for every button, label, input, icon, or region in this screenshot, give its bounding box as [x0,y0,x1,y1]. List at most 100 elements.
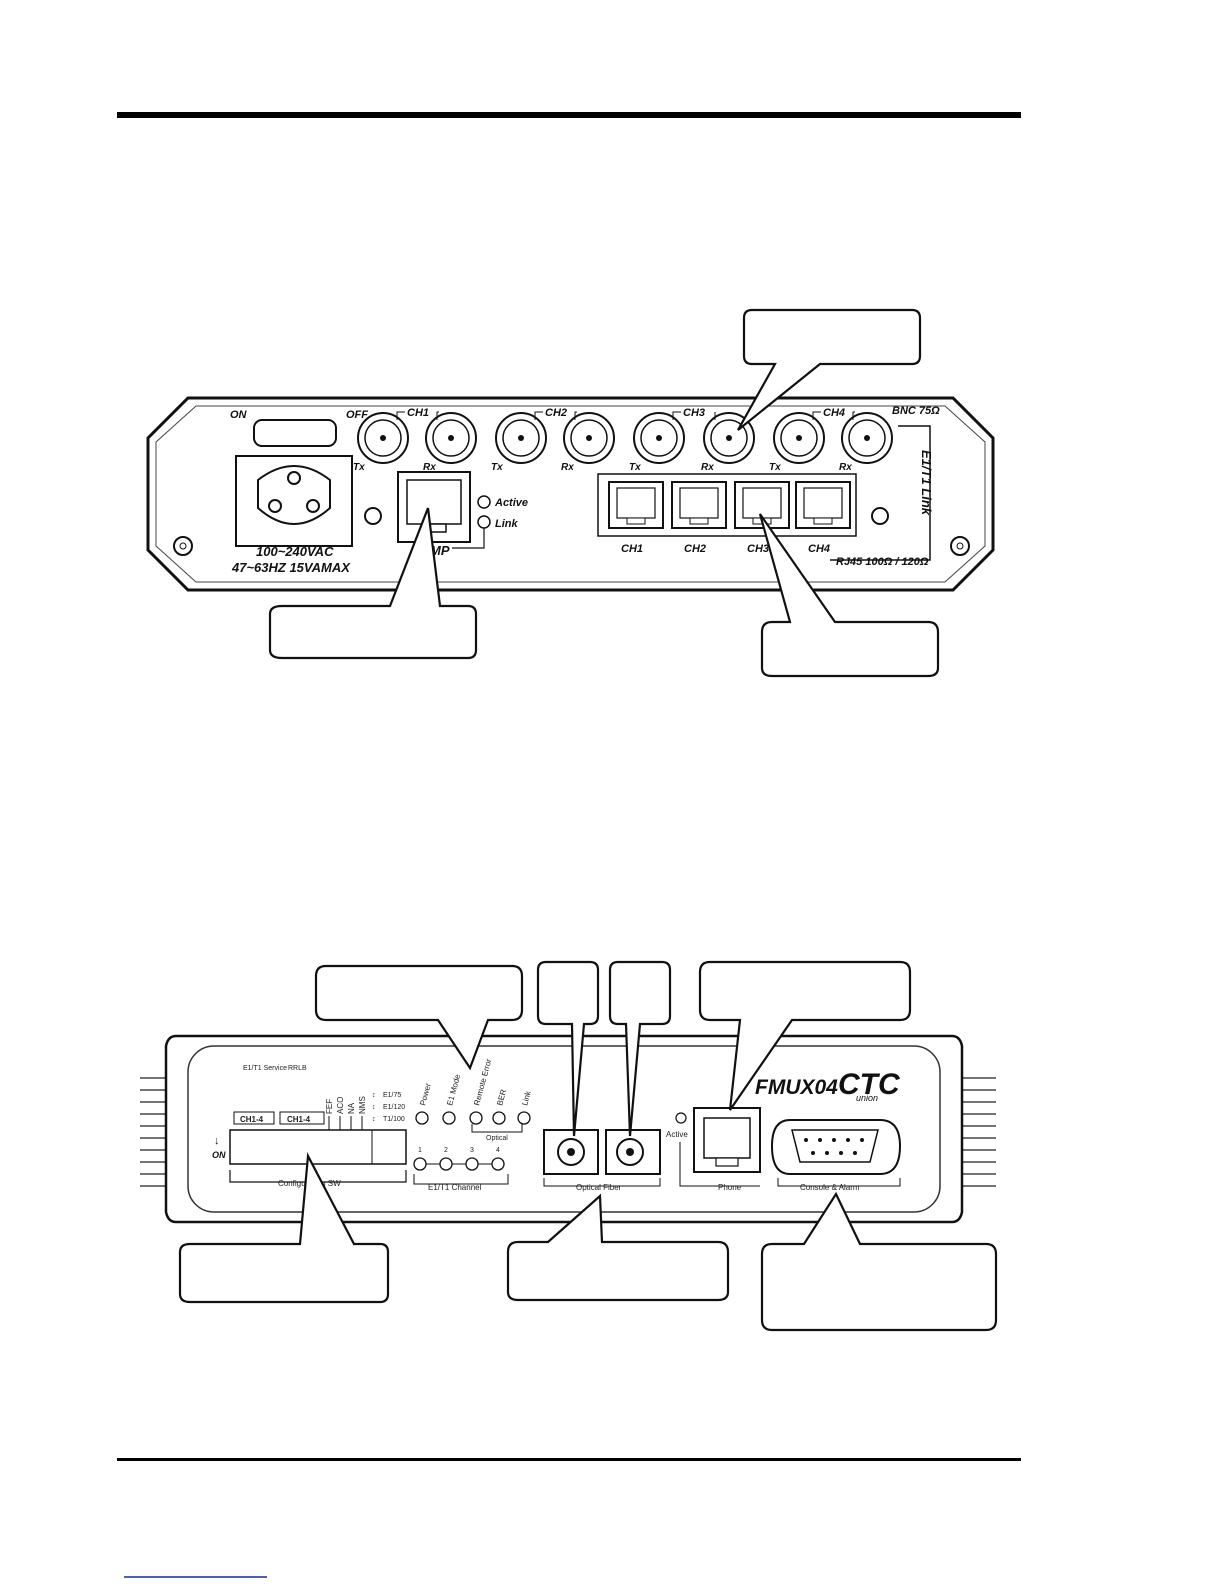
sw-group2-label: RRLB [288,1065,307,1072]
status-led-label: Link [520,1089,533,1106]
phone-port[interactable] [693,1107,761,1173]
bnc-channel-label: CH1 [407,407,429,419]
sw-group2-ch: CH1-4 [287,1115,311,1124]
mode-arrow-icon: ↕ [372,1116,376,1123]
console-port[interactable] [770,1119,902,1175]
single-switch-label: NMS [358,1096,367,1114]
top-rule [117,112,1021,118]
screw-icon [173,536,193,556]
bnc-tx-connector[interactable] [495,412,547,464]
snmp-port[interactable] [397,471,471,543]
callout-bnc [737,308,922,431]
tx-label: Tx [491,462,503,473]
mode-label: T1/100 [383,1116,405,1123]
power-rating-line2: 47~63HZ 15VAMAX [231,560,351,575]
mode-label: E1/75 [383,1092,401,1099]
snmp-link-led [477,515,491,529]
optical-led-group-label: Optical [486,1135,508,1142]
sw-group1-label: E1/T1 Service [243,1065,287,1072]
callout-snmp [268,507,478,660]
rj45-channel-label: CH1 [621,543,643,555]
rx-label: Rx [423,462,436,473]
power-rating-line1: 100~240VAC [256,544,334,559]
front-callouts [178,960,998,1332]
channel-number: 4 [496,1147,500,1154]
channel-led [491,1157,505,1171]
callout-rj45 [758,513,940,678]
sw-group1-ch: CH1-4 [240,1115,264,1124]
channel-led-label: E1/T1 Channel [428,1183,482,1192]
snmp-active-led [477,495,491,509]
dip-switch-block[interactable] [229,1129,407,1165]
e1t1-link-label: E1/T1 Link [919,450,934,516]
phone-label: Phone [718,1183,742,1192]
channel-number: 1 [418,1147,422,1154]
status-led [442,1111,456,1125]
bnc-rx-connector[interactable] [563,412,615,464]
power-off-label: OFF [346,409,368,421]
active-led [675,1112,687,1124]
bottom-rule [117,1458,1021,1461]
bnc-channel-label: CH2 [545,407,567,419]
single-switch-label: NA [347,1102,356,1114]
channel-number: 2 [444,1147,448,1154]
optical-fiber-ports[interactable] [543,1129,661,1175]
callout-fiber-rx [608,960,672,1137]
mode-label: E1/120 [383,1104,405,1111]
channel-led [413,1157,427,1171]
callout-config-sw [178,1152,390,1304]
active-label: Active [666,1130,688,1139]
model-name: FMUX04 [755,1076,838,1099]
rj45-port[interactable] [795,481,851,529]
console-label: Console & Alarm [800,1183,860,1192]
bnc-tx-connector[interactable] [773,412,825,464]
bnc-channel-label: CH4 [823,407,845,419]
ac-inlet [235,455,353,547]
tx-label: Tx [769,462,781,473]
callout-leds [314,964,524,1071]
brand-logo: CTC [838,1068,901,1101]
status-led [492,1111,506,1125]
power-switch[interactable] [253,419,337,447]
rj45-spec: RJ45 100Ω / 120Ω [836,556,929,568]
status-led [517,1111,531,1125]
callout-optical-fiber [506,1193,730,1302]
power-on-label: ON [230,409,248,421]
single-switch-label: FEF [325,1099,334,1114]
rx-label: Rx [839,462,852,473]
bnc-spec: BNC 75Ω [892,405,940,417]
status-led-label: BER [495,1088,508,1106]
status-led [469,1111,483,1125]
arrow-down-icon: ↓ [214,1135,220,1147]
bnc-tx-connector[interactable] [357,412,409,464]
bnc-tx-connector[interactable] [633,412,685,464]
callout-fiber-tx [536,960,600,1137]
mode-arrow-icon: ↕ [372,1104,376,1111]
page-link-underline[interactable] [124,1576,267,1578]
rj45-port[interactable] [671,481,727,529]
rj45-channel-label: CH3 [747,543,769,555]
status-led [415,1111,429,1125]
rear-callouts [268,308,940,678]
bnc-rx-connector[interactable] [425,412,477,464]
mode-labels: E1/75↕E1/120↕T1/100↕ [372,1092,405,1123]
screw-icon [871,507,889,525]
bnc-rx-connector[interactable] [841,412,893,464]
snmp-link-label: Link [495,518,518,530]
screw-icon [950,536,970,556]
rj45-port[interactable] [608,481,664,529]
callout-console [760,1191,998,1332]
single-switch-label: ACO [336,1097,345,1114]
channel-led [465,1157,479,1171]
rx-label: Rx [701,462,714,473]
optical-fiber-label: Optical Fiber [576,1183,622,1192]
tx-label: Tx [629,462,641,473]
tx-label: Tx [353,462,365,473]
rj45-channel-label: CH2 [684,543,706,555]
channel-number: 3 [470,1147,474,1154]
